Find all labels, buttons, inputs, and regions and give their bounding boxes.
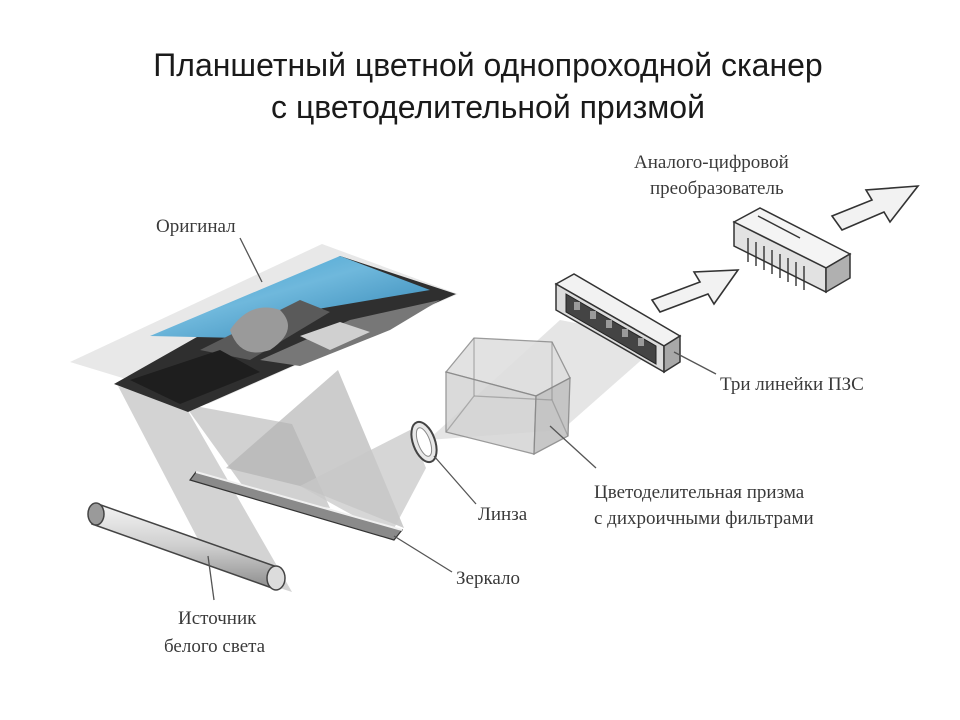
label-prism-line-2: с дихроичными фильтрами — [594, 508, 814, 529]
arrow-to-adc — [650, 269, 740, 313]
label-adc-line-2: преобразователь — [650, 178, 784, 199]
label-lens: Линза — [478, 504, 528, 525]
label-source-line-1: Источник — [178, 608, 257, 629]
original-document — [70, 244, 458, 412]
title-line-2: с цветоделительной призмой — [271, 89, 705, 125]
color-separation-prism — [444, 337, 571, 456]
label-mirror: Зеркало — [456, 568, 520, 589]
label-original: Оригинал — [156, 216, 236, 237]
label-ccd: Три линейки ПЗС — [720, 374, 864, 395]
leader-lines — [207, 237, 717, 601]
title-line-1: Планшетный цветной однопроходной сканер — [153, 47, 823, 83]
label-prism-line-1: Цветоделительная призма — [594, 482, 805, 503]
adc-chip — [732, 207, 852, 294]
arrow-output — [830, 185, 920, 231]
lens — [410, 420, 438, 464]
ccd-array — [554, 273, 682, 374]
label-adc-line-1: Аналого-цифровой — [634, 152, 789, 173]
diagram-title: Планшетный цветной однопроходной сканер … — [0, 44, 960, 128]
mirror — [189, 471, 404, 541]
label-source-line-2: белого света — [164, 636, 266, 657]
light-source-tube — [87, 502, 286, 591]
